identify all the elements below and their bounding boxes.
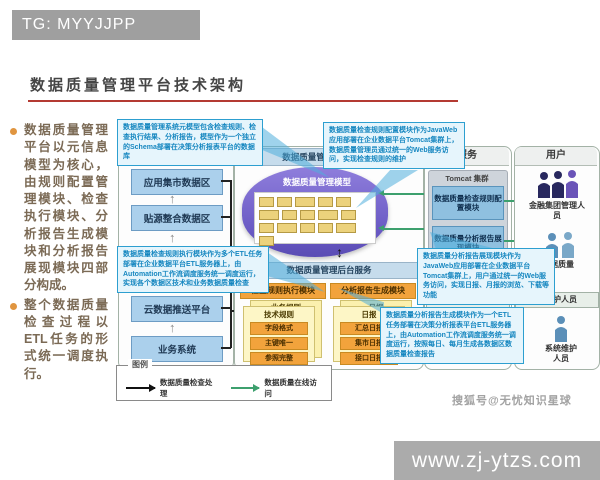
report-front-card-title: 日报 [361, 310, 377, 319]
black-arrow-icon [126, 384, 156, 392]
data-area-business-system: 业务系统 [131, 336, 223, 362]
legend-box [116, 365, 332, 401]
up-arrow-icon: ↑ [169, 191, 176, 206]
exec-front-card: 技术规则 字段格式 主键唯一 参照完整 [243, 306, 315, 365]
er-diagram [254, 192, 376, 246]
rule-config-module: 数据质量检查规则配置模块 [432, 186, 504, 220]
user-group-label: 金融集团管理人员 [529, 201, 585, 220]
green-connector [384, 193, 432, 195]
watermark: 搜狐号@无忧知识星球 [452, 395, 572, 407]
tg-badge: TG: MYYJJPP [12, 10, 200, 40]
user-group-label: 系统维护人员 [545, 344, 577, 363]
user-column-header: 用户 [515, 147, 597, 166]
sys-maintainer-icon [553, 316, 569, 347]
user-group-label: 数据质量 [542, 260, 574, 269]
finance-admin-icons [536, 170, 580, 203]
data-area-cloud-push: 云数据推送平台 [131, 296, 223, 322]
footer-url-bar: www.zj-ytzs.com [394, 441, 600, 480]
updown-arrow-icon: ↕ [336, 244, 343, 260]
tomcat-cluster-label: Tomcat 集群 [445, 174, 489, 183]
report-module-header: 分析报告生成模块 [330, 283, 416, 299]
notes-panel: 数据质量管理平台以元信息模型为核心，由规则配置管理模块、检查执行模块、分析报告生… [8, 122, 108, 385]
green-arrow-icon [230, 385, 261, 391]
green-arrow-left-icon [378, 190, 384, 196]
connector-line [221, 216, 231, 218]
data-area-source: 贴源整合数据区 [131, 205, 223, 231]
green-arrow-left-icon [378, 225, 384, 231]
up-arrow-icon: ↑ [169, 320, 176, 335]
rule-item: 字段格式 [250, 322, 308, 335]
rule-item: 参照完整 [250, 352, 308, 365]
callout-report-display: 数据质量分析报告展现模块作为JavaWeb应用部署在企业数据平台Tomcat集群… [417, 248, 555, 305]
connector-line [221, 347, 231, 349]
legend-row: 数据质量检查处理 数据质量在线访问 [126, 377, 322, 399]
rule-item: 主键唯一 [250, 337, 308, 350]
data-area-app-mart: 应用集市数据区 [131, 169, 223, 195]
connector-line [221, 307, 231, 309]
green-connector [504, 200, 518, 202]
legend-label: 数据质量检查处理 [159, 378, 213, 398]
note-bullet: 整个数据质量检查过程以ETL任务的形式统一调度执行。 [8, 297, 108, 383]
title-underline [28, 100, 458, 102]
callout-meta-model: 数据质量管理系统元模型包含检查规则、检查执行结果、分析报告，模型作为一个独立的S… [117, 119, 263, 167]
page-title: 数据质量管理平台技术架构 [30, 77, 247, 94]
note-bullet: 数据质量管理平台以元信息模型为核心，由规则配置管理模块、检查执行模块、分析报告生… [8, 122, 108, 295]
legend-label: 数据质量在线访问 [264, 378, 317, 398]
callout-report-generate: 数据质量分析报告生成模块作为一个ETL任务部署在决策分析报表平台ETL服务器上，… [380, 307, 524, 364]
connector-line [221, 180, 231, 182]
callout-rule-exec: 数据质量检查规则执行模块作为多个ETL任务部署在企业数据平台ETL服务器上，由A… [117, 246, 269, 294]
legend-title: 图例 [128, 359, 152, 370]
exec-front-card-title: 技术规则 [264, 310, 294, 319]
up-arrow-icon: ↑ [169, 230, 176, 245]
callout-rule-config: 数据质量检查规则配置模块作为JavaWeb应用部署在企业数据平台Tomcat集群… [323, 122, 465, 170]
green-connector [384, 228, 432, 230]
meta-model-title: 数据质量管理模型 [282, 177, 351, 187]
